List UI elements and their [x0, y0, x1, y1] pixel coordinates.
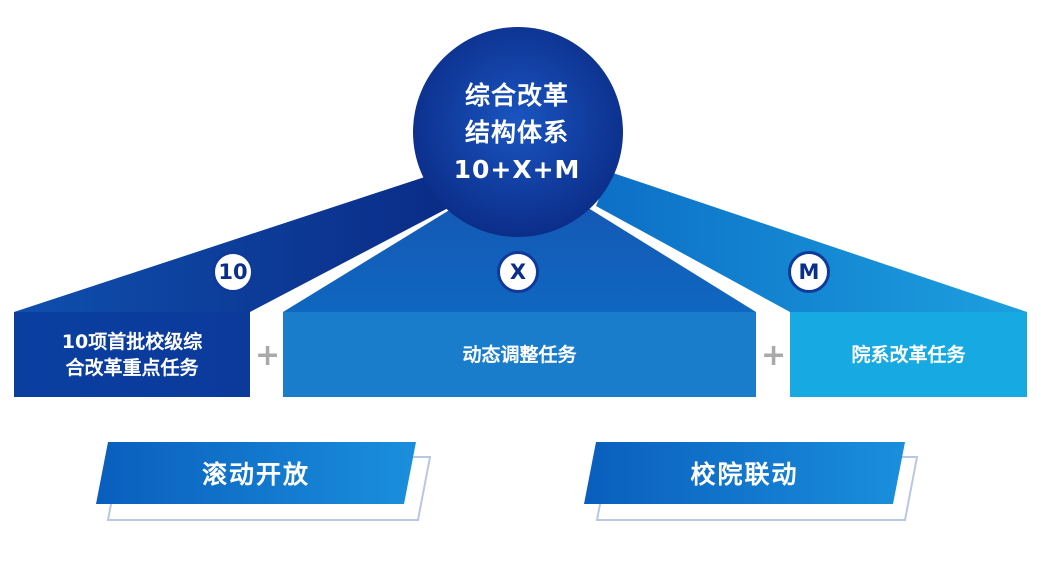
box-left: [14, 312, 250, 397]
wing-left: [14, 172, 452, 312]
banner-right-shape: [584, 442, 905, 504]
banner-right-label: 校院联动: [690, 460, 799, 489]
center-circle: [413, 27, 623, 237]
plus-sign-left: +: [255, 338, 281, 373]
banner-left-shape: [96, 442, 416, 504]
box-middle: [283, 312, 756, 397]
box-right-label: 院系改革任务: [851, 343, 966, 366]
center-title: 综合改革 结构体系 10+X+M: [413, 68, 621, 196]
badge-x: X: [497, 251, 539, 293]
center-title-line-1: 综合改革: [464, 80, 569, 110]
box-left-label: 10项首批校级综 合改革重点任务: [14, 312, 250, 397]
box-left-label-line-1: 10项首批校级综: [61, 330, 203, 353]
box-left-label-line-2: 合改革重点任务: [65, 356, 199, 379]
plus-sign-right: +: [761, 338, 787, 373]
box-right: [790, 312, 1027, 397]
wing-right: [596, 172, 1027, 312]
badge-10: 10: [212, 251, 254, 293]
box-middle-label: 动态调整任务: [462, 343, 577, 366]
center-title-line-3: 10+X+M: [453, 154, 581, 184]
banner-left-label: 滚动开放: [201, 460, 310, 489]
badge-m: M: [788, 251, 830, 293]
center-title-line-2: 结构体系: [464, 117, 569, 147]
